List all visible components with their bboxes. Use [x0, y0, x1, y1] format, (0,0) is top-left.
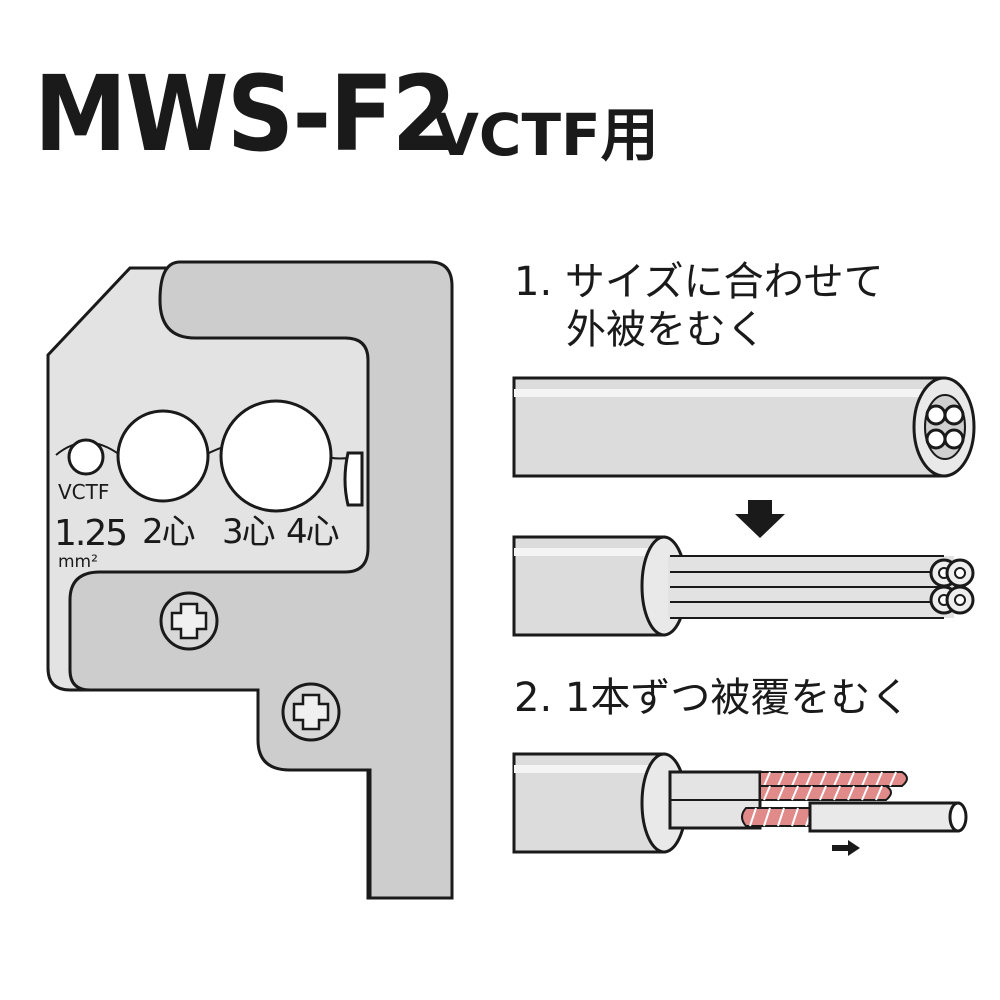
cable-wire-stripping [512, 752, 968, 854]
screw-2 [281, 682, 341, 742]
label-3-core: 3心 [222, 512, 275, 552]
page-title: MWS-F2 VCTF用 [34, 53, 659, 175]
tool-handle [68, 260, 454, 900]
copper-conductor-upper [759, 771, 908, 801]
phillips-cross-icon [292, 693, 330, 731]
step-2-line-1: 2. 1本ずつ被覆をむく [514, 675, 911, 721]
arrow-down-icon [735, 500, 785, 538]
step-1-line-2: 外被をむく [566, 307, 766, 353]
cable-intact [512, 376, 976, 478]
label-2-core: 2心 [142, 512, 195, 552]
hole-3-4-core [219, 399, 333, 513]
sliding-insulation [808, 801, 960, 833]
label-vctf: VCTF [58, 480, 109, 504]
stripping-holes [55, 399, 364, 513]
copper-conductor-lower [741, 807, 813, 827]
cable-sheath-stripped [512, 535, 975, 637]
label-size-1-25: 1.25 [54, 513, 126, 554]
stripper-tool [46, 260, 454, 900]
phillips-cross-icon [170, 602, 208, 640]
title-suffix: VCTF用 [434, 101, 659, 169]
tool-labels: VCTF 1.25 mm² 2心 3心 4心 [54, 480, 341, 572]
hole-2-core [116, 409, 210, 503]
step-1-line-1: 1. サイズに合わせて [514, 259, 884, 305]
label-4-core: 4心 [286, 512, 339, 552]
arrow-right-icon [832, 840, 860, 856]
label-unit-mm2: mm² [58, 552, 98, 572]
blade-slot [343, 451, 364, 507]
hole-1-25 [67, 438, 105, 476]
screw-1 [159, 591, 219, 651]
title-model: MWS-F2 [34, 53, 457, 175]
